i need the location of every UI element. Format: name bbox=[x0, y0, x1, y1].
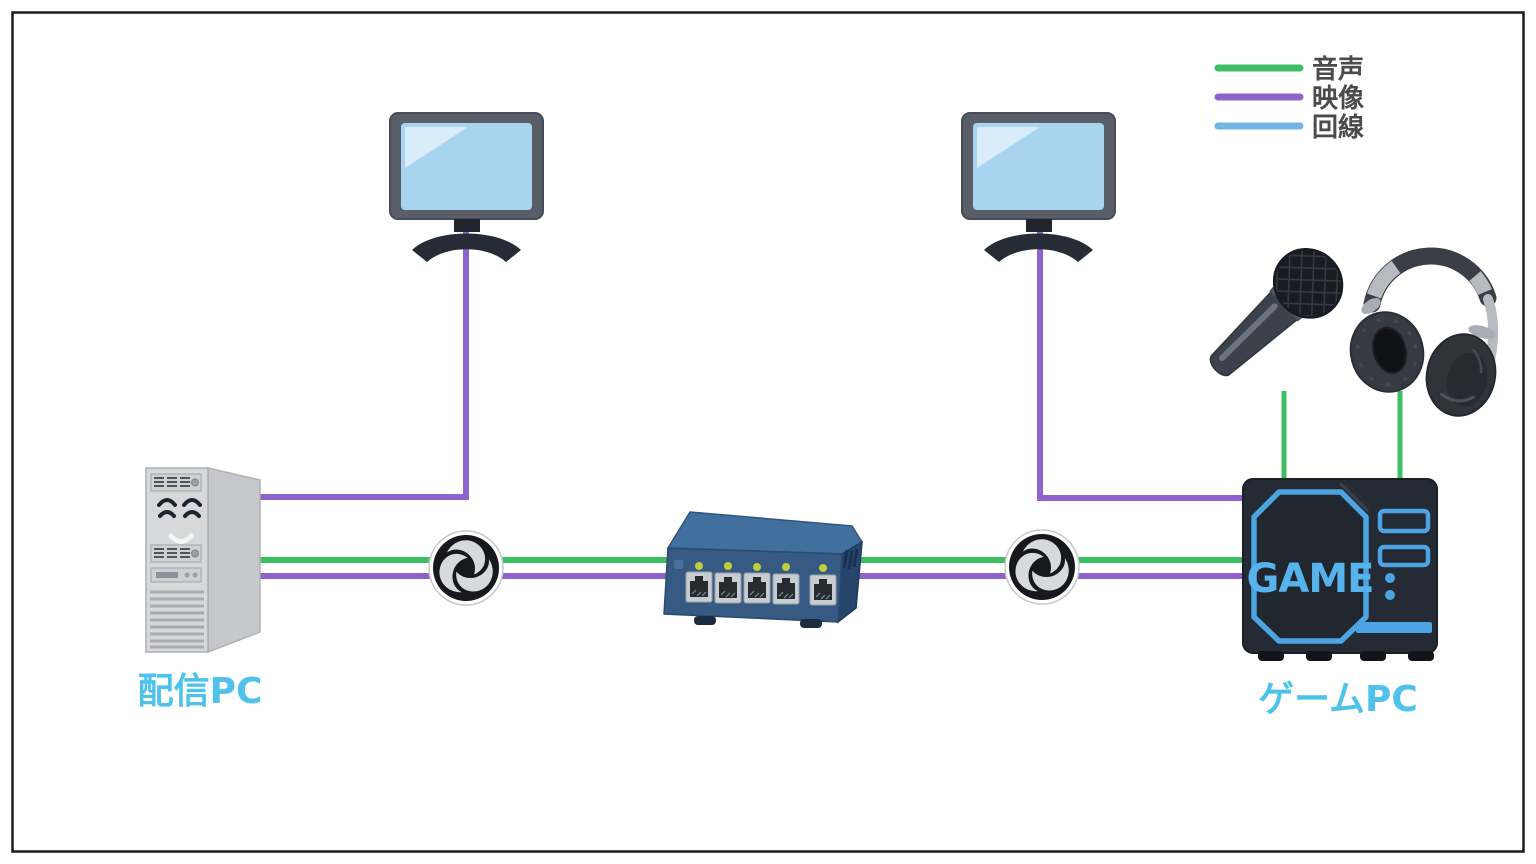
obs-studio-icon-right bbox=[1005, 530, 1079, 604]
legend-label-line: 回線 bbox=[1312, 112, 1364, 143]
switch-leds bbox=[695, 562, 827, 572]
headphones-icon bbox=[1349, 247, 1499, 417]
legend: 音声 映像 回線 bbox=[1214, 54, 1365, 143]
game-pc-side-panel bbox=[1251, 489, 1369, 644]
obs-studio-icon-left bbox=[429, 531, 503, 605]
pc-face-eyes bbox=[157, 498, 202, 518]
video-line-gamepc-monitor bbox=[1037, 232, 1250, 501]
pc-tower-icon bbox=[145, 467, 261, 654]
legend-label-audio: 音声 bbox=[1312, 54, 1364, 85]
outer-border bbox=[11, 11, 1525, 853]
microphone-icon bbox=[1209, 248, 1344, 377]
game-panel-text: GAME bbox=[1247, 556, 1374, 602]
streaming-pc-label: 配信PC bbox=[138, 671, 263, 712]
gaming-pc-tower-icon: GAME bbox=[1242, 478, 1438, 661]
legend-label-video: 映像 bbox=[1312, 84, 1365, 114]
network-switch-icon bbox=[663, 511, 864, 628]
game-pc-label: ゲームPC bbox=[1258, 679, 1418, 720]
pc-face-smile bbox=[168, 533, 194, 544]
video-line-streamingpc-monitor bbox=[256, 232, 469, 500]
